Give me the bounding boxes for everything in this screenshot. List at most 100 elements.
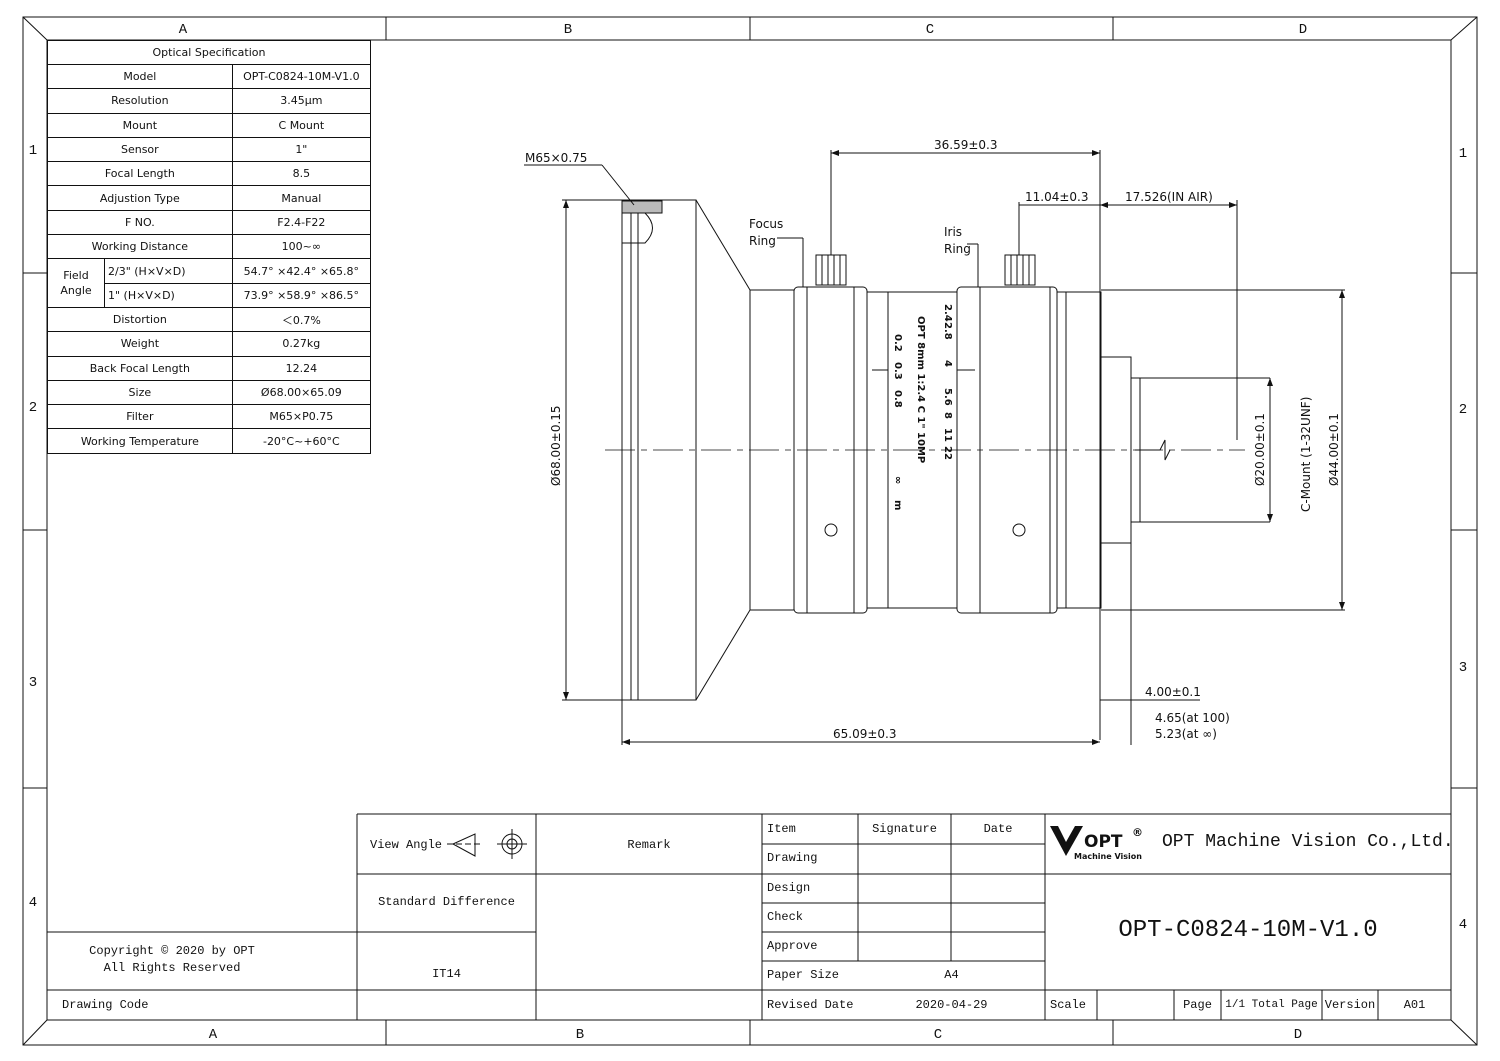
zone-col-top-a: A xyxy=(179,22,188,38)
dia-20: Ø20.00±0.1 xyxy=(1253,413,1267,486)
item-label: Item xyxy=(767,822,796,836)
spec-label: Mount xyxy=(47,112,233,138)
spec-title: Optical Specification xyxy=(47,40,371,65)
dim-4-00: 4.00±0.1 xyxy=(1145,685,1201,699)
zone-row-right-2: 2 xyxy=(1459,402,1467,418)
focus-ring-label-2: Ring xyxy=(749,234,776,248)
standard-difference-label: Standard Difference xyxy=(378,895,515,909)
company-name: OPT Machine Vision Co.,Ltd. xyxy=(1162,832,1454,852)
spec-value: 100~∞ xyxy=(231,234,372,260)
spec-value: M65×P0.75 xyxy=(231,404,372,430)
spec-label: Focal Length xyxy=(47,161,233,187)
focus-scale-0-3: 0.3 xyxy=(892,362,903,380)
zone-col-top-b: B xyxy=(564,22,572,38)
page-value: 1/1 Total Page xyxy=(1225,999,1318,1011)
zone-row-right-4: 4 xyxy=(1459,917,1467,933)
zone-row-right-1: 1 xyxy=(1459,146,1467,162)
field-angle-value: 73.9° ×58.9° ×86.5° xyxy=(231,282,372,308)
iris-scale-8: 8 xyxy=(942,412,953,419)
version-value: A01 xyxy=(1403,998,1426,1012)
it14-label: IT14 xyxy=(432,967,461,981)
iris-ring-label-1: Iris xyxy=(944,225,962,239)
dia-44: Ø44.00±0.1 xyxy=(1327,413,1341,486)
spec-value: Ø68.00×65.09 xyxy=(231,379,372,406)
spec-label: Resolution xyxy=(47,88,233,114)
opt-logo: OPT ® Machine Vision xyxy=(1050,826,1143,861)
spec-value: Manual xyxy=(231,185,372,211)
spec-label: Filter xyxy=(47,404,233,430)
spec-label: Weight xyxy=(47,331,233,357)
zone-col-top-d: D xyxy=(1299,22,1307,38)
revised-date-value: 2020-04-29 xyxy=(915,998,988,1012)
iris-ring-label-2: Ring xyxy=(944,242,971,256)
revised-date-label: Revised Date xyxy=(767,998,854,1012)
copyright-line-2: All Rights Reserved xyxy=(103,961,241,975)
page-label: Page xyxy=(1183,998,1212,1012)
check-label: Check xyxy=(767,910,804,924)
spec-label: Sensor xyxy=(47,136,233,163)
dim-36-59: 36.59±0.3 xyxy=(934,138,998,152)
spec-value: 0.27kg xyxy=(231,331,372,357)
front-barrel xyxy=(621,199,697,701)
spec-value: OPT-C0824-10M-V1.0 xyxy=(231,63,372,90)
copyright-line-1: Copyright © 2020 by OPT xyxy=(89,944,255,958)
projection-cone-icon xyxy=(451,833,476,857)
view-angle-label: View Angle xyxy=(370,838,443,852)
spec-value: -20°C~+60°C xyxy=(231,428,372,454)
focus-screw xyxy=(824,523,838,537)
dia-68: Ø68.00±0.15 xyxy=(549,405,563,486)
zone-row-left-2: 2 xyxy=(29,400,37,416)
model-title: OPT-C0824-10M-V1.0 xyxy=(1118,917,1378,944)
spec-value: 3.45μm xyxy=(231,88,372,114)
signature-label: Signature xyxy=(872,822,937,836)
dim-11-04: 11.04±0.3 xyxy=(1025,190,1089,204)
dim-4-65: 4.65(at 100) xyxy=(1155,711,1230,725)
version-label: Version xyxy=(1324,998,1376,1012)
spec-label: Size xyxy=(47,379,233,406)
paper-size-value: A4 xyxy=(944,968,959,982)
spec-value: ＜0.7% xyxy=(231,306,372,333)
zone-col-top-c: C xyxy=(926,22,934,38)
zone-row-left-1: 1 xyxy=(29,143,37,159)
thread-label: M65×0.75 xyxy=(525,151,587,165)
dim-5-23: 5.23(at ∞) xyxy=(1155,727,1217,741)
iris-scale-2-8: 2.8 xyxy=(942,322,953,340)
field-angle-value: 54.7° ×42.4° ×65.8° xyxy=(231,258,372,284)
c-mount xyxy=(1100,356,1132,544)
lens-engraving: OPT 8mm 1:2.4 C 1" 10MP xyxy=(915,316,926,463)
spec-label: Working Distance xyxy=(47,234,233,260)
iris-scale-11: 11 xyxy=(942,428,953,442)
spec-value: 1" xyxy=(231,136,372,163)
zone-row-left-3: 3 xyxy=(29,675,37,691)
zone-col-bottom-b: B xyxy=(576,1027,584,1043)
focus-scale-inf: ∞ xyxy=(892,476,903,484)
drawing-code-label: Drawing Code xyxy=(62,998,149,1012)
iris-knob xyxy=(1004,254,1036,286)
iris-scale-22: 22 xyxy=(942,446,953,460)
zone-row-right-3: 3 xyxy=(1459,660,1467,676)
spec-label: F NO. xyxy=(47,209,233,236)
dim-17-526: 17.526(IN AIR) xyxy=(1125,190,1213,204)
iris-scale-4: 4 xyxy=(942,360,953,367)
focus-scale-0-2: 0.2 xyxy=(892,334,903,352)
iris-scale-2-4: 2.4 xyxy=(942,304,953,322)
paper-size-label: Paper Size xyxy=(767,968,840,982)
drawing-label: Drawing xyxy=(767,851,818,865)
spec-label: Model xyxy=(47,63,233,90)
iris-screw xyxy=(1012,523,1026,537)
zone-col-bottom-c: C xyxy=(934,1027,942,1043)
c-mount-label: C-Mount (1-32UNF) xyxy=(1299,397,1313,512)
logo-sub: Machine Vision xyxy=(1074,852,1142,861)
thread-section xyxy=(621,200,663,214)
design-label: Design xyxy=(767,881,811,895)
spec-label: Distortion xyxy=(47,306,233,333)
field-angle-sub: 1" (H×V×D) xyxy=(104,282,233,308)
spec-value: C Mount xyxy=(231,112,372,138)
field-angle-label: Field Angle xyxy=(47,258,105,308)
zone-row-left-4: 4 xyxy=(29,895,37,911)
dim-65-09: 65.09±0.3 xyxy=(833,727,897,741)
spec-value: F2.4-F22 xyxy=(231,209,372,236)
focus-knob xyxy=(815,254,847,286)
